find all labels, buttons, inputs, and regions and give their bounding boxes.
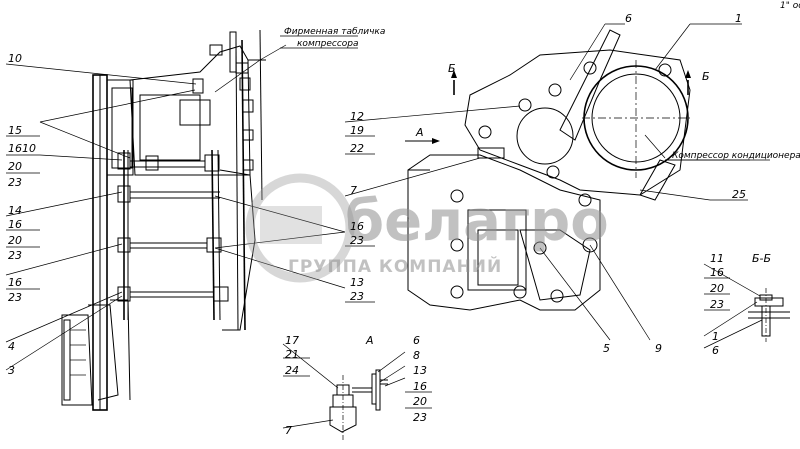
note-nameplate-1: Фирменная табличка [284, 27, 385, 37]
callout: 6 [413, 334, 420, 347]
compressor-body [129, 45, 251, 176]
callout: 6 [712, 344, 719, 357]
note-ac-compressor: Компрессор кондиционера [672, 151, 800, 161]
callout: 23 [8, 291, 22, 304]
callout: 23 [8, 249, 22, 262]
leader-lines [5, 23, 763, 429]
watermark-tagline: ГРУППА КОМПАНИЙ [288, 255, 502, 277]
callout: 23 [8, 176, 22, 189]
callout: 16 [8, 218, 22, 231]
right-assembly [407, 29, 691, 311]
tension-arm [559, 29, 621, 141]
callout: 17 [285, 334, 299, 347]
callout: 6 [625, 12, 632, 25]
section-label-b-left: Б [448, 62, 456, 75]
callout: 5 [603, 342, 610, 355]
callout: 1 [735, 12, 742, 25]
section-label-b-right: Б [702, 70, 710, 83]
callout: 1 [712, 330, 719, 343]
callout: 10 [8, 52, 22, 65]
callout: 13 [413, 364, 427, 377]
callout: 7 [285, 424, 292, 437]
detail-a-title: А [365, 334, 374, 347]
callout: 20 [710, 282, 724, 295]
callout: 11 [710, 252, 724, 265]
callout: 9 [655, 342, 662, 355]
compressor-housing [464, 49, 691, 196]
callout: 22 [350, 142, 364, 155]
callout: 19 [350, 124, 364, 137]
corner-mark: 1" ooo [780, 1, 800, 11]
note-nameplate-2: компрессора [297, 39, 359, 49]
callout: 16 [710, 266, 724, 279]
callout: 20 [8, 160, 22, 173]
callout: 20 [413, 395, 427, 408]
mounting-bracket [407, 154, 601, 311]
callout: 21 [285, 348, 299, 361]
watermark: белагро ГРУППА КОМПАНИЙ [245, 173, 609, 283]
section-bb-view [748, 288, 790, 342]
callout: 3 [8, 364, 15, 377]
left-assembly [61, 29, 266, 411]
callout: 8 [413, 349, 420, 362]
callout: 16 [8, 276, 22, 289]
callout: 24 [285, 364, 299, 377]
detail-a-view [329, 369, 388, 440]
callout: 25 [732, 188, 746, 201]
callout: 12 [350, 110, 364, 123]
callout: 16 [8, 142, 22, 155]
callout: 10 [22, 142, 36, 155]
callout: 23 [350, 234, 364, 247]
callout: 20 [8, 234, 22, 247]
callout: 23 [350, 290, 364, 303]
view-arrow-a: А [415, 126, 424, 139]
watermark-brand: белагро [345, 189, 609, 254]
callout: 23 [413, 411, 427, 424]
callout: 16 [350, 220, 364, 233]
section-bb-title: Б-Б [752, 252, 771, 265]
callout: 13 [350, 276, 364, 289]
callout: 14 [8, 204, 22, 217]
callout: 7 [350, 184, 357, 197]
callout: 15 [8, 124, 22, 137]
callout: 23 [710, 298, 724, 311]
callout: 4 [8, 340, 15, 353]
callout-underlines [6, 35, 770, 409]
callout: 16 [413, 380, 427, 393]
section-markers [405, 70, 691, 144]
support-foot [61, 314, 93, 406]
